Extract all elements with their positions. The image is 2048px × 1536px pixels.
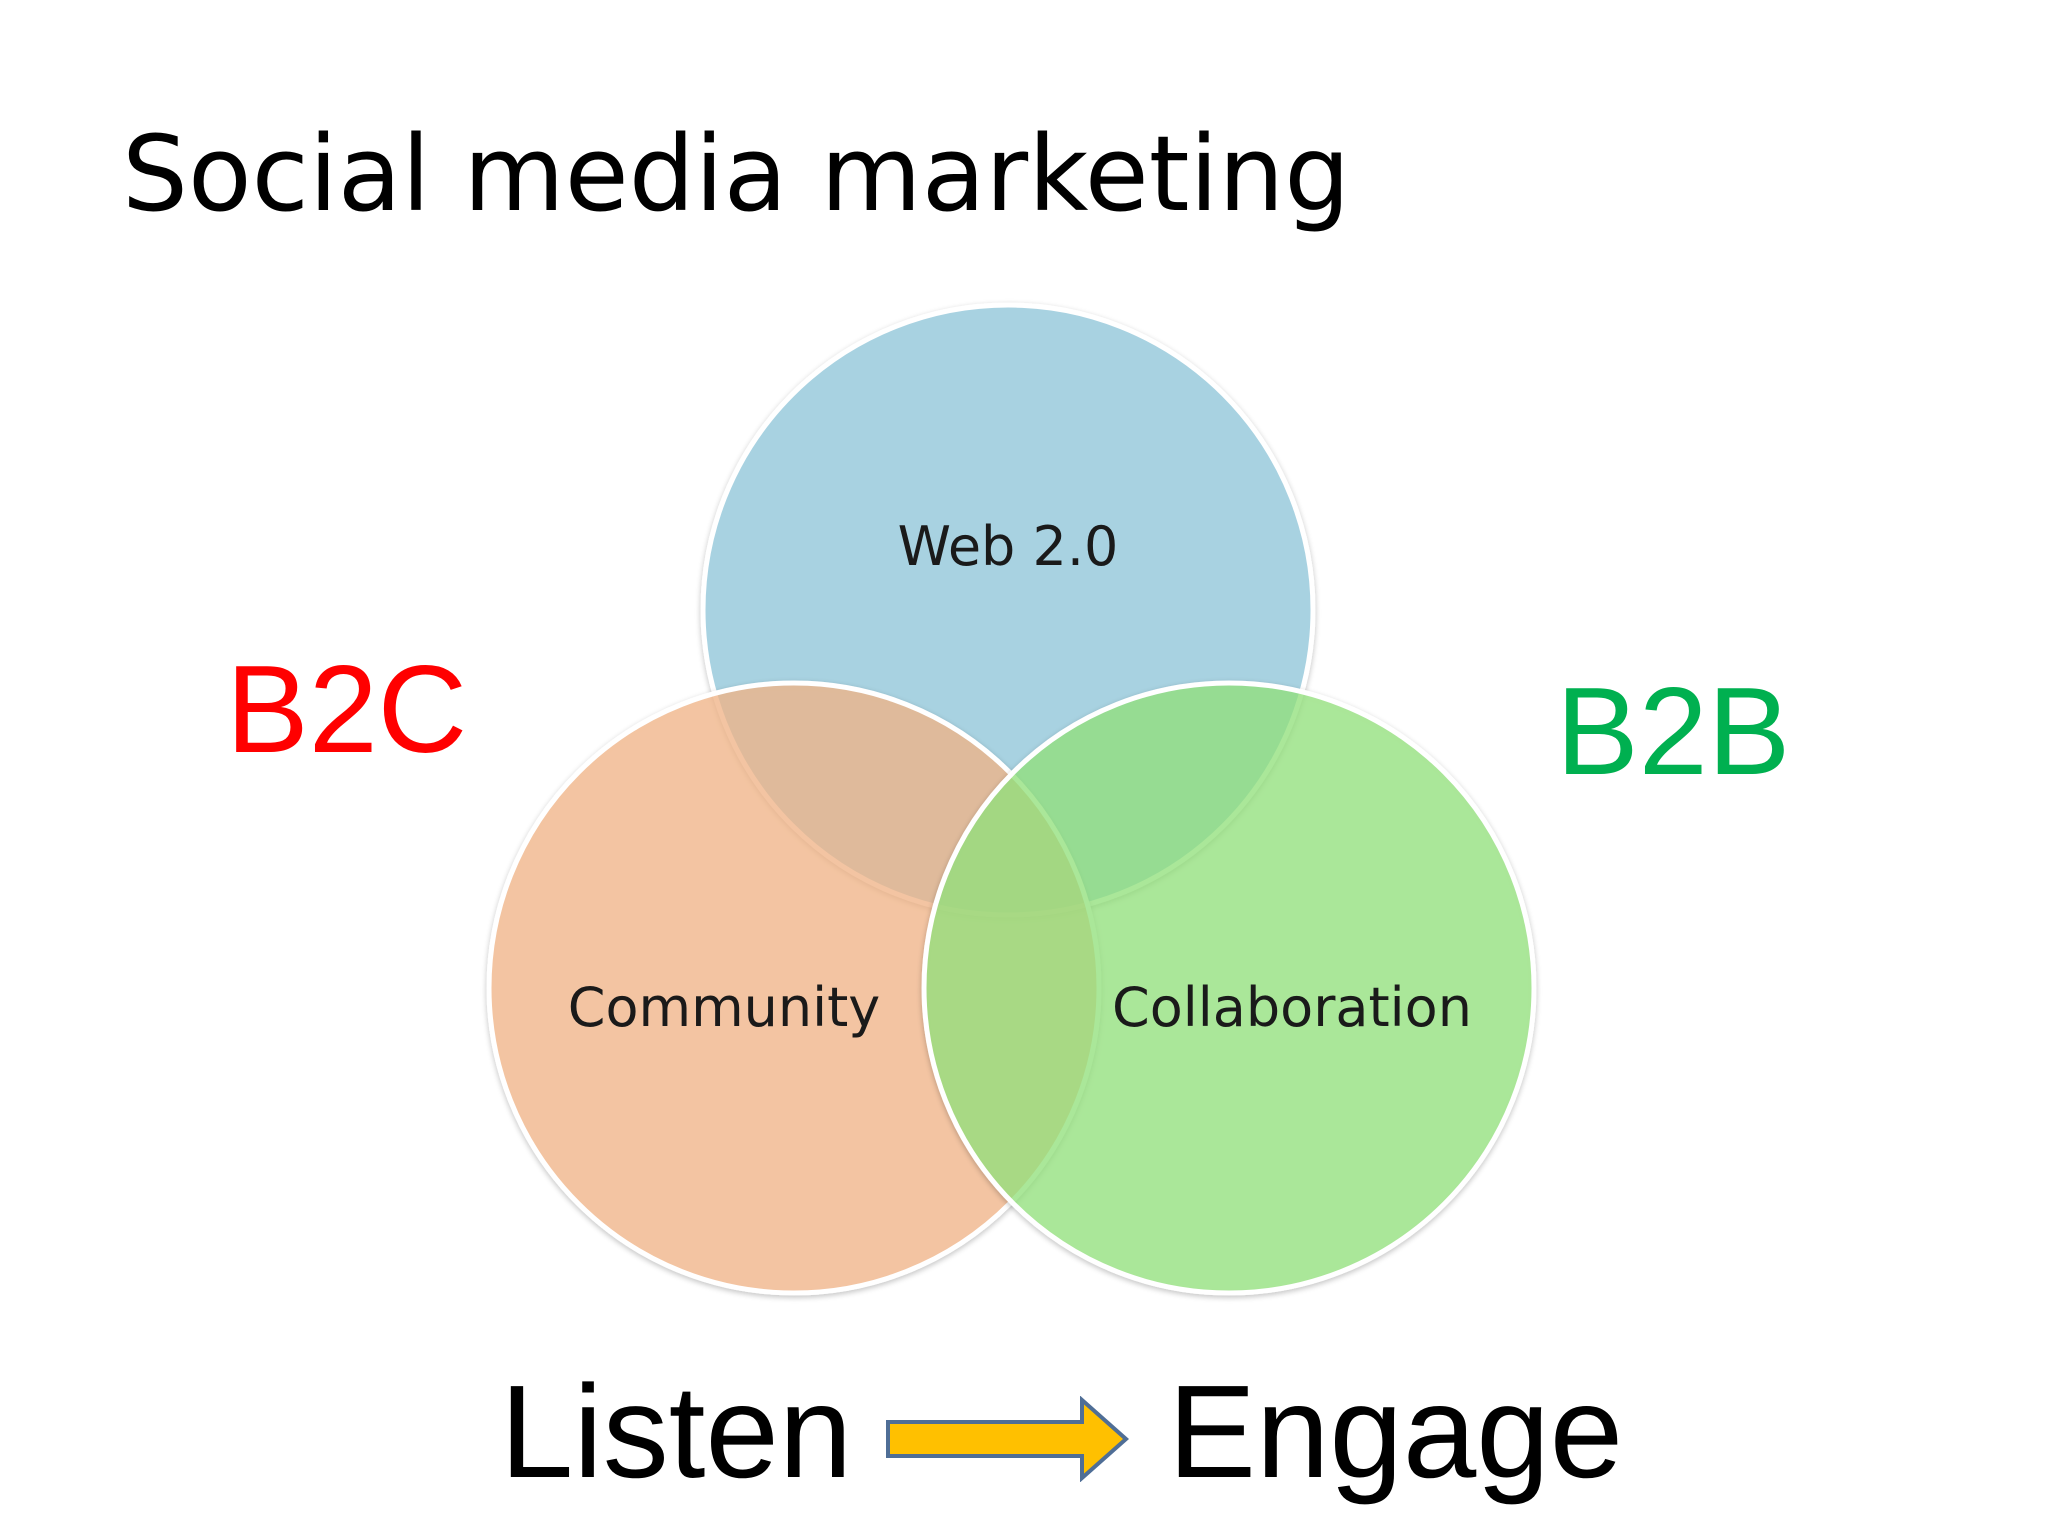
slide-title: Social media marketing — [122, 113, 1351, 235]
label-engage: Engage — [1168, 1358, 1624, 1505]
venn-label-web: Web 2.0 — [898, 515, 1119, 578]
venn-circle-collaboration — [921, 680, 1537, 1296]
venn-label-community: Community — [568, 976, 881, 1039]
label-b2c: B2C — [226, 641, 468, 779]
venn-label-collaboration: Collaboration — [1112, 976, 1472, 1039]
label-b2b: B2B — [1556, 663, 1791, 801]
label-listen: Listen — [500, 1358, 853, 1505]
right-arrow-icon — [886, 1396, 1130, 1482]
